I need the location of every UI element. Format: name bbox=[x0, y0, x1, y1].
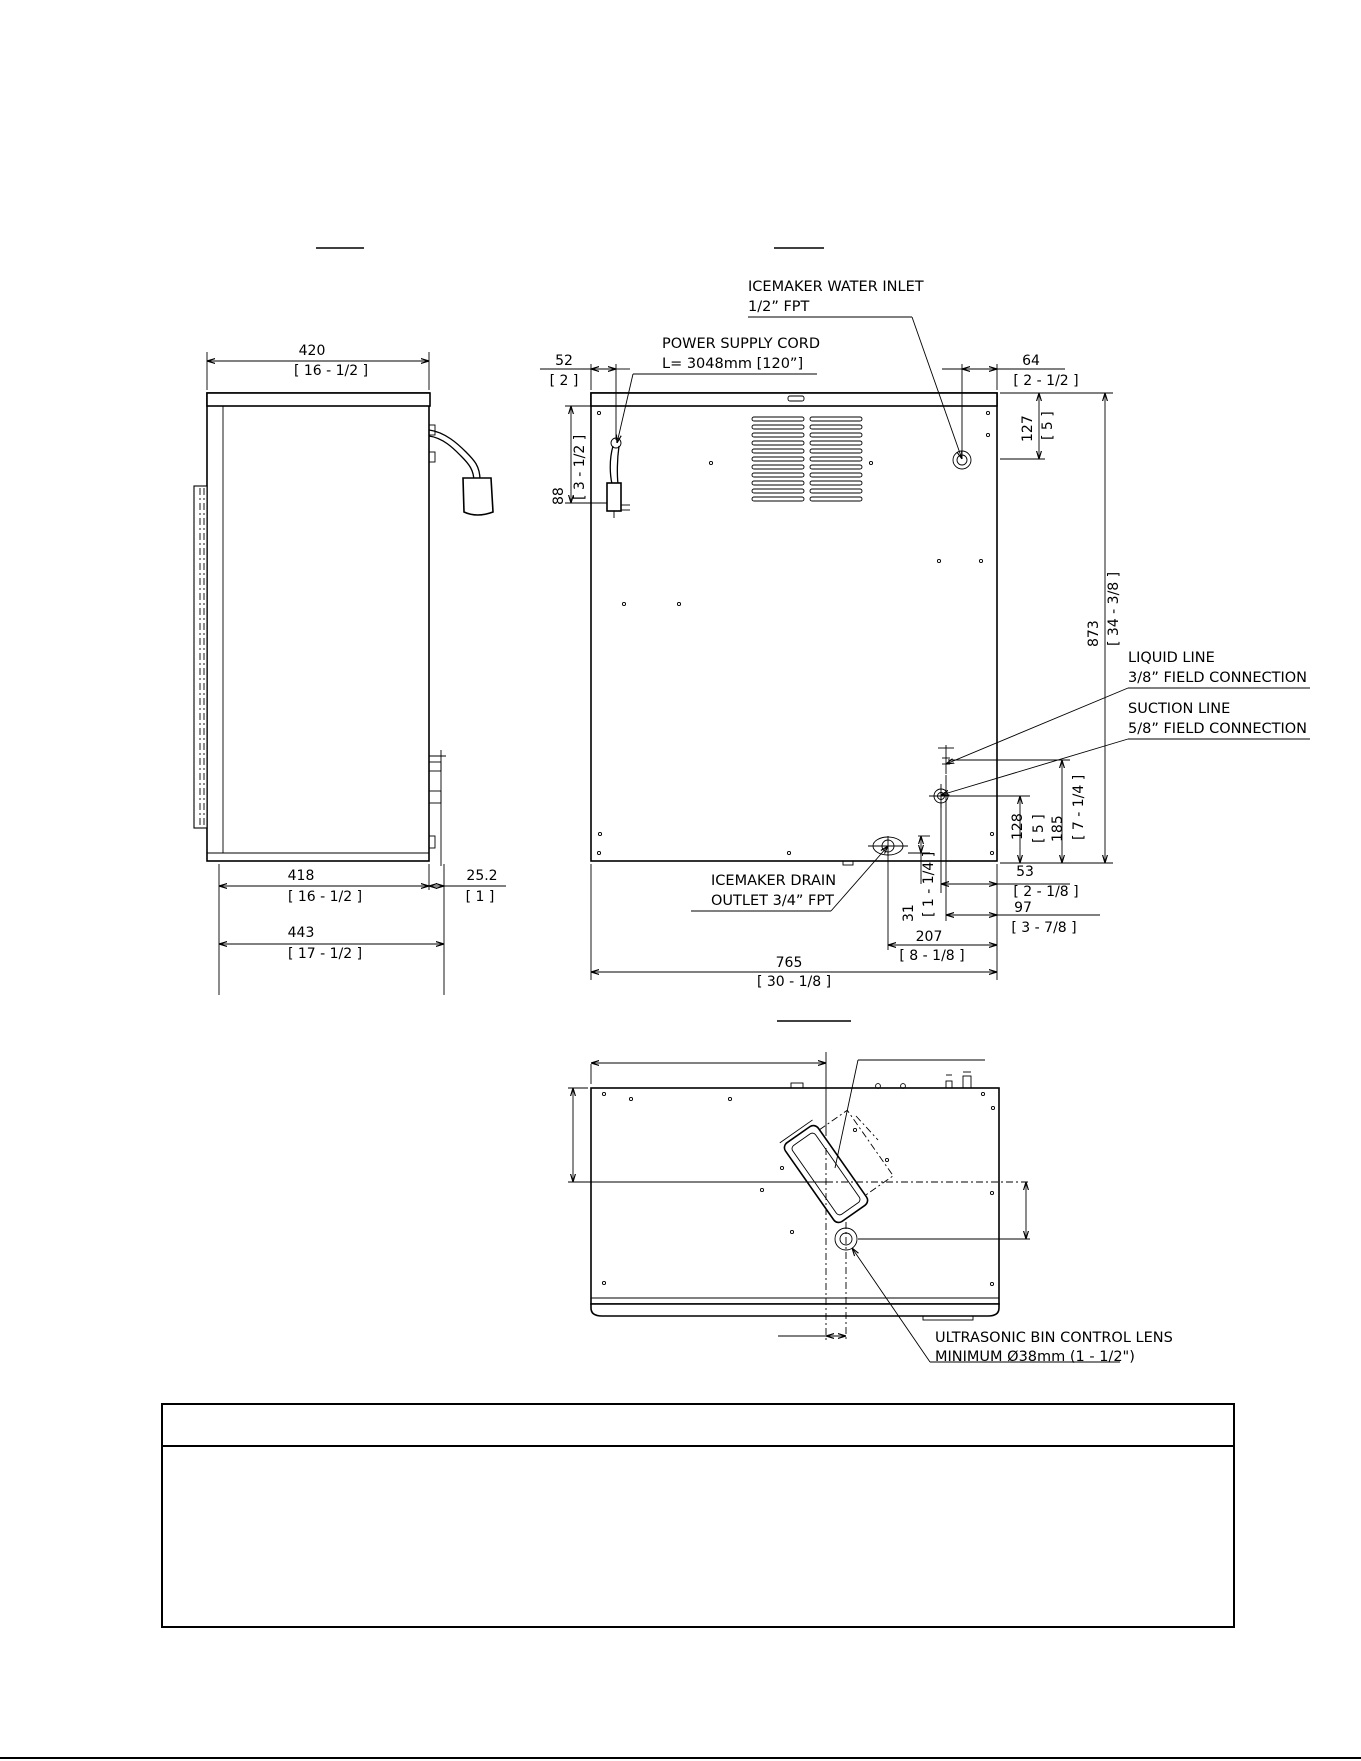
suction-line-label: SUCTION LINE bbox=[1128, 701, 1230, 717]
power-cord-label: POWER SUPPLY CORD bbox=[662, 336, 820, 352]
bottom-view bbox=[568, 1052, 1120, 1363]
liquid-line-label: LIQUID LINE bbox=[1128, 650, 1215, 666]
suction-offset-in: [ 2 - 1/8 ] bbox=[1013, 884, 1078, 900]
suction-offset-mm: 53 bbox=[1016, 864, 1034, 880]
liquid-line-spec: 3/8” FIELD CONNECTION bbox=[1128, 670, 1307, 686]
side-width-overall-in: [ 17 - 1/2 ] bbox=[288, 946, 362, 962]
rear-screws bbox=[596, 410, 995, 856]
side-width-body-in: [ 16 - 1/2 ] bbox=[288, 889, 362, 905]
page-bottom-rule bbox=[0, 1757, 1361, 1759]
drain-label: ICEMAKER DRAIN bbox=[711, 873, 836, 889]
liquid-offset-in: [ 3 - 7/8 ] bbox=[1011, 920, 1076, 936]
inlet-offset-mm: 64 bbox=[1022, 353, 1040, 369]
drain-offset-in: [ 8 - 1/8 ] bbox=[899, 948, 964, 964]
side-width-top-in: [ 16 - 1/2 ] bbox=[294, 363, 368, 379]
inlet-offset-in: [ 2 - 1/2 ] bbox=[1013, 373, 1078, 389]
side-width-overall-mm: 443 bbox=[288, 925, 315, 941]
drain-spec: OUTLET 3/4” FPT bbox=[711, 893, 834, 909]
side-fitting-depth-in: [ 1 ] bbox=[466, 889, 495, 905]
liquid-offset-mm: 97 bbox=[1014, 900, 1032, 916]
rear-power-cord bbox=[606, 437, 630, 518]
suction-height-in: [ 5 ] bbox=[1031, 814, 1047, 843]
liquid-height-mm: 185 bbox=[1050, 815, 1066, 842]
water-inlet-spec: 1/2” FPT bbox=[748, 299, 810, 315]
suction-line-spec: 5/8” FIELD CONNECTION bbox=[1128, 721, 1307, 737]
lens-label: ULTRASONIC BIN CONTROL LENS bbox=[935, 1330, 1173, 1346]
side-power-cord bbox=[428, 429, 494, 516]
rear-width-overall-in: [ 30 - 1/8 ] bbox=[757, 974, 831, 990]
side-width-body-mm: 418 bbox=[288, 868, 315, 884]
notes-box bbox=[161, 1403, 1235, 1628]
drain-height-in: [ 1 - 1/4 ] bbox=[921, 852, 937, 917]
height-overall-mm: 873 bbox=[1086, 620, 1102, 647]
rear-louvers bbox=[751, 416, 863, 502]
height-overall-in: [ 34 - 3/8 ] bbox=[1106, 572, 1122, 646]
side-fitting-depth-mm: 25.2 bbox=[466, 868, 497, 884]
power-cord-spec: L= 3048mm [120”] bbox=[662, 356, 803, 372]
drain-height-mm: 31 bbox=[901, 904, 917, 922]
inlet-height-mm: 127 bbox=[1020, 415, 1036, 442]
drain-offset-mm: 207 bbox=[916, 929, 943, 945]
rear-width-overall-mm: 765 bbox=[776, 955, 803, 971]
notes-box-header bbox=[163, 1405, 1233, 1447]
condenser-grille bbox=[193, 485, 208, 829]
bottom-screws bbox=[601, 1091, 996, 1287]
lens-spec: MINIMUM Ø38mm (1 - 1/2") bbox=[935, 1349, 1135, 1365]
cord-height-in: [ 3 - 1/2 ] bbox=[572, 435, 588, 500]
rear-view bbox=[540, 316, 1310, 980]
water-inlet-label: ICEMAKER WATER INLET bbox=[748, 279, 924, 295]
suction-height-mm: 128 bbox=[1010, 813, 1026, 840]
side-view bbox=[193, 352, 506, 995]
cord-height-mm: 88 bbox=[551, 487, 567, 505]
cord-offset-in: [ 2 ] bbox=[550, 373, 579, 389]
liquid-height-in: [ 7 - 1/4 ] bbox=[1071, 775, 1087, 840]
inlet-height-in: [ 5 ] bbox=[1040, 411, 1056, 440]
cord-offset-mm: 52 bbox=[555, 353, 573, 369]
side-width-top-mm: 420 bbox=[299, 343, 326, 359]
